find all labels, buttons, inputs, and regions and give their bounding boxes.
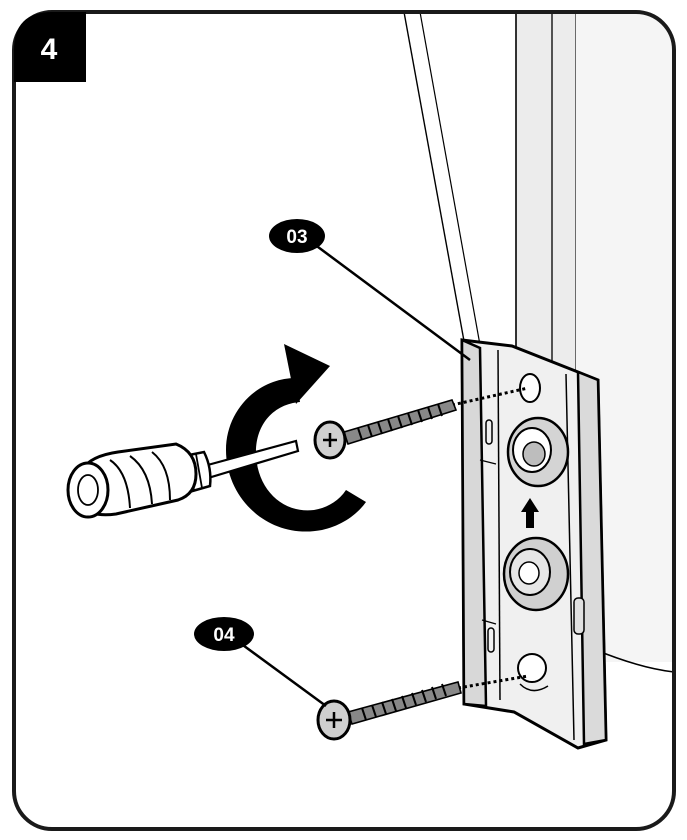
up-arrow-icon <box>521 498 539 528</box>
step-badge: 4 <box>14 12 86 82</box>
lower-boss <box>502 536 570 612</box>
screw-03 <box>313 386 529 460</box>
cable-line-inner <box>419 12 481 346</box>
cable-line <box>403 12 467 353</box>
screw-04 <box>316 674 529 741</box>
step-number: 4 <box>41 33 58 66</box>
callout-04-label: 04 <box>213 625 235 646</box>
upper-screw-hole <box>519 373 541 403</box>
callout-04: 04 <box>194 617 327 708</box>
screwdriver-icon <box>66 439 300 519</box>
rotate-clockwise-icon <box>226 344 366 532</box>
callout-03: 03 <box>269 219 471 362</box>
callout-03-label: 03 <box>286 227 307 248</box>
step-frame <box>12 10 676 831</box>
lower-screw-hole <box>517 653 547 683</box>
mounting-bracket <box>460 338 608 750</box>
callout-03-leader <box>313 242 471 362</box>
upper-boss <box>506 416 570 488</box>
insertion-guide-upper <box>451 386 529 407</box>
callout-04-leader <box>235 638 327 708</box>
